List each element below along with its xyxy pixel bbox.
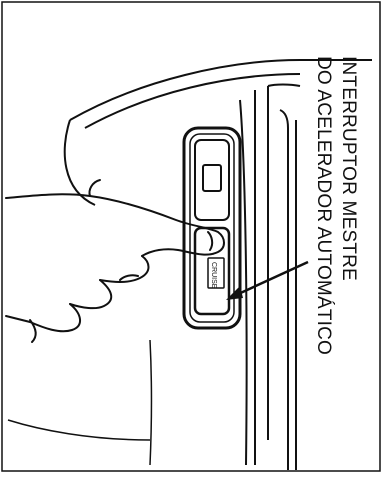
callout-label: INTERRUPTOR MESTRE DO ACELERADOR AUTOMÁT… — [295, 46, 382, 466]
console-base-lines — [8, 340, 152, 465]
callout-line-master-switch: INTERRUPTOR MESTRE — [339, 56, 358, 281]
callout-line-auto-throttle: DO ACELERADOR AUTOMÁTICO — [314, 56, 333, 355]
cruise-button-legend: CRUISE — [210, 262, 217, 289]
